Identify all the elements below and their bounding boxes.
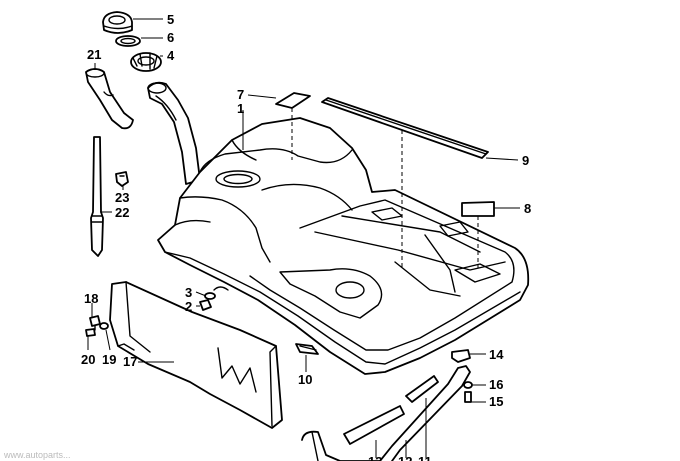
callout-9: 9	[522, 153, 529, 168]
callout-3: 3	[185, 285, 192, 300]
tension-strap-part	[301, 365, 471, 461]
callout-15: 15	[489, 394, 503, 409]
callout-1: 1	[237, 101, 244, 116]
filler-cap-part	[102, 11, 133, 34]
nut-part	[199, 299, 212, 311]
strap-pad-12	[343, 405, 405, 445]
callout-10: 10	[298, 372, 312, 387]
vent-tube-part	[90, 136, 104, 257]
heat-shield-part	[109, 281, 283, 429]
callout-12: 12	[398, 454, 412, 461]
rubber-strip-part	[321, 97, 489, 159]
callout-21: 21	[87, 47, 101, 62]
callout-22: 22	[115, 205, 129, 220]
callout-2: 2	[185, 299, 192, 314]
leader-lines	[87, 18, 520, 458]
locking-ring-part	[130, 52, 162, 72]
filler-neck-pipe	[147, 81, 201, 185]
grommet-part	[295, 343, 319, 355]
filler-hose-part	[85, 68, 134, 130]
gasket-ring-part	[115, 35, 141, 47]
foam-pad-8	[461, 201, 495, 217]
callout-18: 18	[84, 291, 98, 306]
callout-6: 6	[167, 30, 174, 45]
washer-19-part	[99, 322, 109, 330]
strap-pad-13	[405, 375, 439, 403]
callout-5: 5	[167, 12, 174, 27]
bolt-18-part	[89, 315, 101, 331]
bolt-20-part	[85, 328, 96, 337]
bolt-15-part	[464, 391, 472, 403]
clip-part	[115, 171, 129, 187]
foam-pad-7	[275, 92, 311, 109]
callout-23: 23	[115, 190, 129, 205]
callout-8: 8	[524, 201, 531, 216]
callout-4: 4	[167, 48, 175, 63]
watermark: www.autoparts...	[3, 450, 71, 460]
bracket-part	[451, 349, 471, 363]
washer-16-part	[463, 381, 473, 389]
callout-7: 7	[237, 87, 244, 102]
callout-17: 17	[123, 354, 137, 369]
callout-14: 14	[489, 347, 504, 362]
callout-19: 19	[102, 352, 116, 367]
callout-11: 11	[418, 454, 432, 461]
callout-20: 20	[81, 352, 95, 367]
callout-13: 13	[368, 454, 382, 461]
callout-16: 16	[489, 377, 503, 392]
washer-part	[204, 292, 216, 300]
fuel-tank-part	[157, 117, 530, 375]
